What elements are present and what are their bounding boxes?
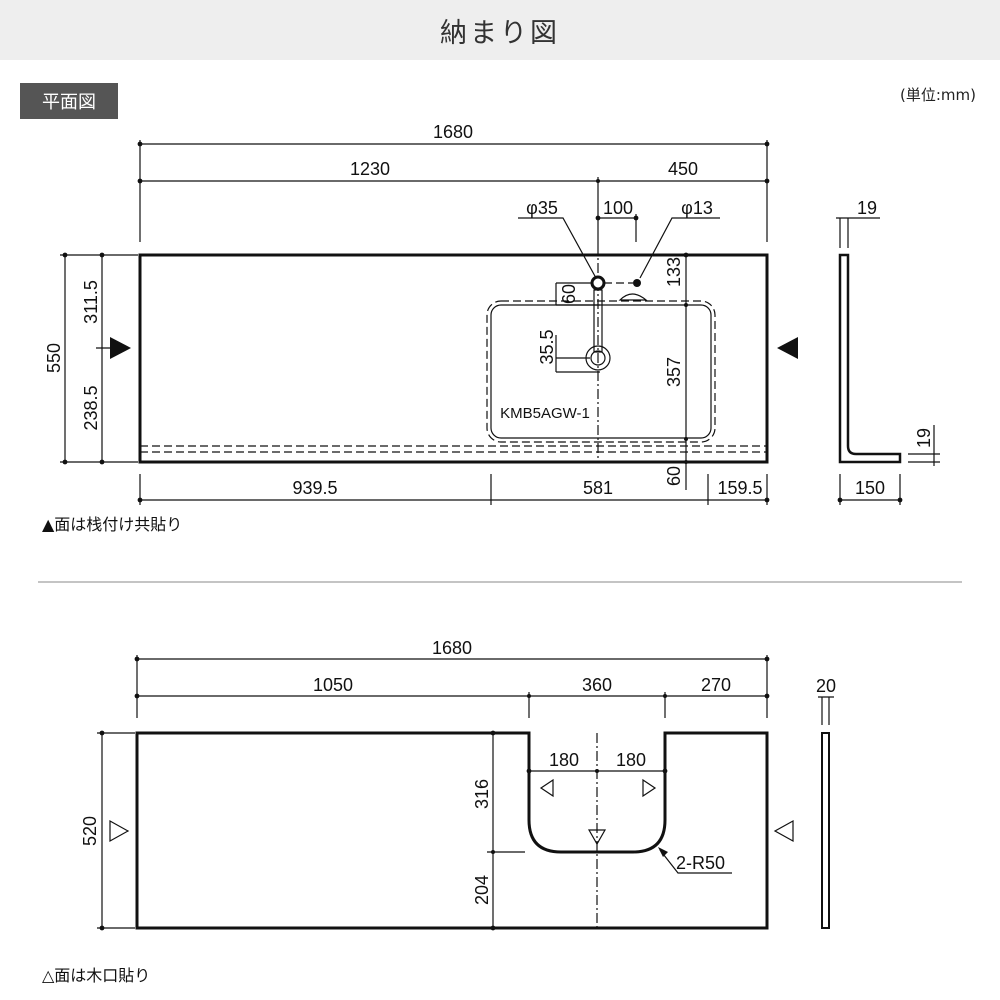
- filled-triangle-left-icon: [110, 337, 131, 359]
- dim2-left-width: 1050: [313, 675, 353, 695]
- plan2-note: △面は木口貼り: [42, 966, 151, 985]
- dim-side-thickness-v: 19: [914, 428, 934, 448]
- dim-bottom-mid: 581: [583, 478, 613, 498]
- dim-right-width: 450: [668, 159, 698, 179]
- dim2-cutout-width: 360: [582, 675, 612, 695]
- open-triangle-left-icon: [109, 819, 130, 843]
- dim-faucet-offset: 60: [559, 284, 579, 304]
- dim-bottom-right: 159.5: [717, 478, 762, 498]
- radius-label: 2-R50: [676, 853, 725, 873]
- plan2: 1680 1050 360 270 180 180 520 316 204 2-…: [80, 638, 836, 931]
- dim-hole-spacing: 100: [603, 198, 633, 218]
- open-triangle-icon: [539, 778, 554, 798]
- dim2-half-left: 180: [549, 750, 579, 770]
- open-triangle-icon: [587, 829, 607, 846]
- side-view-2: [821, 732, 830, 929]
- plan1-note: ▲面は栈付け共貼り: [42, 515, 183, 534]
- hole-13: [633, 279, 641, 287]
- dim-bottom-left: 939.5: [292, 478, 337, 498]
- dim-depth-upper: 311.5: [81, 280, 101, 324]
- dim-basin-bottom: 60: [664, 466, 684, 486]
- hole-dia-label: φ13: [681, 198, 713, 218]
- section-badge-plan: 平面図: [20, 83, 118, 119]
- dim2-half-right: 180: [616, 750, 646, 770]
- dim2-side-thickness: 20: [816, 676, 836, 696]
- side-view-1: [838, 253, 902, 464]
- counter2-outline: [135, 731, 769, 930]
- dim-depth: 550: [44, 343, 64, 373]
- dim2-depth: 520: [80, 816, 100, 846]
- dim2-cutout-depth: 316: [472, 779, 492, 809]
- dim-side-width: 150: [855, 478, 885, 498]
- filled-triangle-right-icon: [777, 337, 798, 359]
- plan1: 1680 1230 450 100 φ35 φ13 KMB5AGW-1 60 3…: [44, 122, 940, 505]
- dim2-remaining-depth: 204: [472, 875, 492, 905]
- dim-drain-offset: 35.5: [537, 329, 557, 364]
- unit-label: (単位:mm): [900, 86, 976, 104]
- dim-total-width: 1680: [433, 122, 473, 142]
- dim2-right-width: 270: [701, 675, 731, 695]
- dim-basin-depth: 357: [664, 357, 684, 387]
- page-title: 納まり図: [0, 0, 1000, 60]
- dim-left-width: 1230: [350, 159, 390, 179]
- counter-outline: [138, 253, 769, 464]
- dim-depth-lower: 238.5: [81, 385, 101, 430]
- faucet-hole: [590, 275, 606, 291]
- open-triangle-right-icon: [773, 819, 794, 843]
- dim2-total-width: 1680: [432, 638, 472, 658]
- basin-outline: [486, 300, 716, 443]
- faucet-dia-label: φ35: [526, 198, 558, 218]
- basin-model: KMB5AGW-1: [500, 405, 590, 422]
- dim-basin-top: 133: [664, 257, 684, 287]
- dim-side-thickness: 19: [857, 198, 877, 218]
- open-triangle-icon: [642, 778, 657, 798]
